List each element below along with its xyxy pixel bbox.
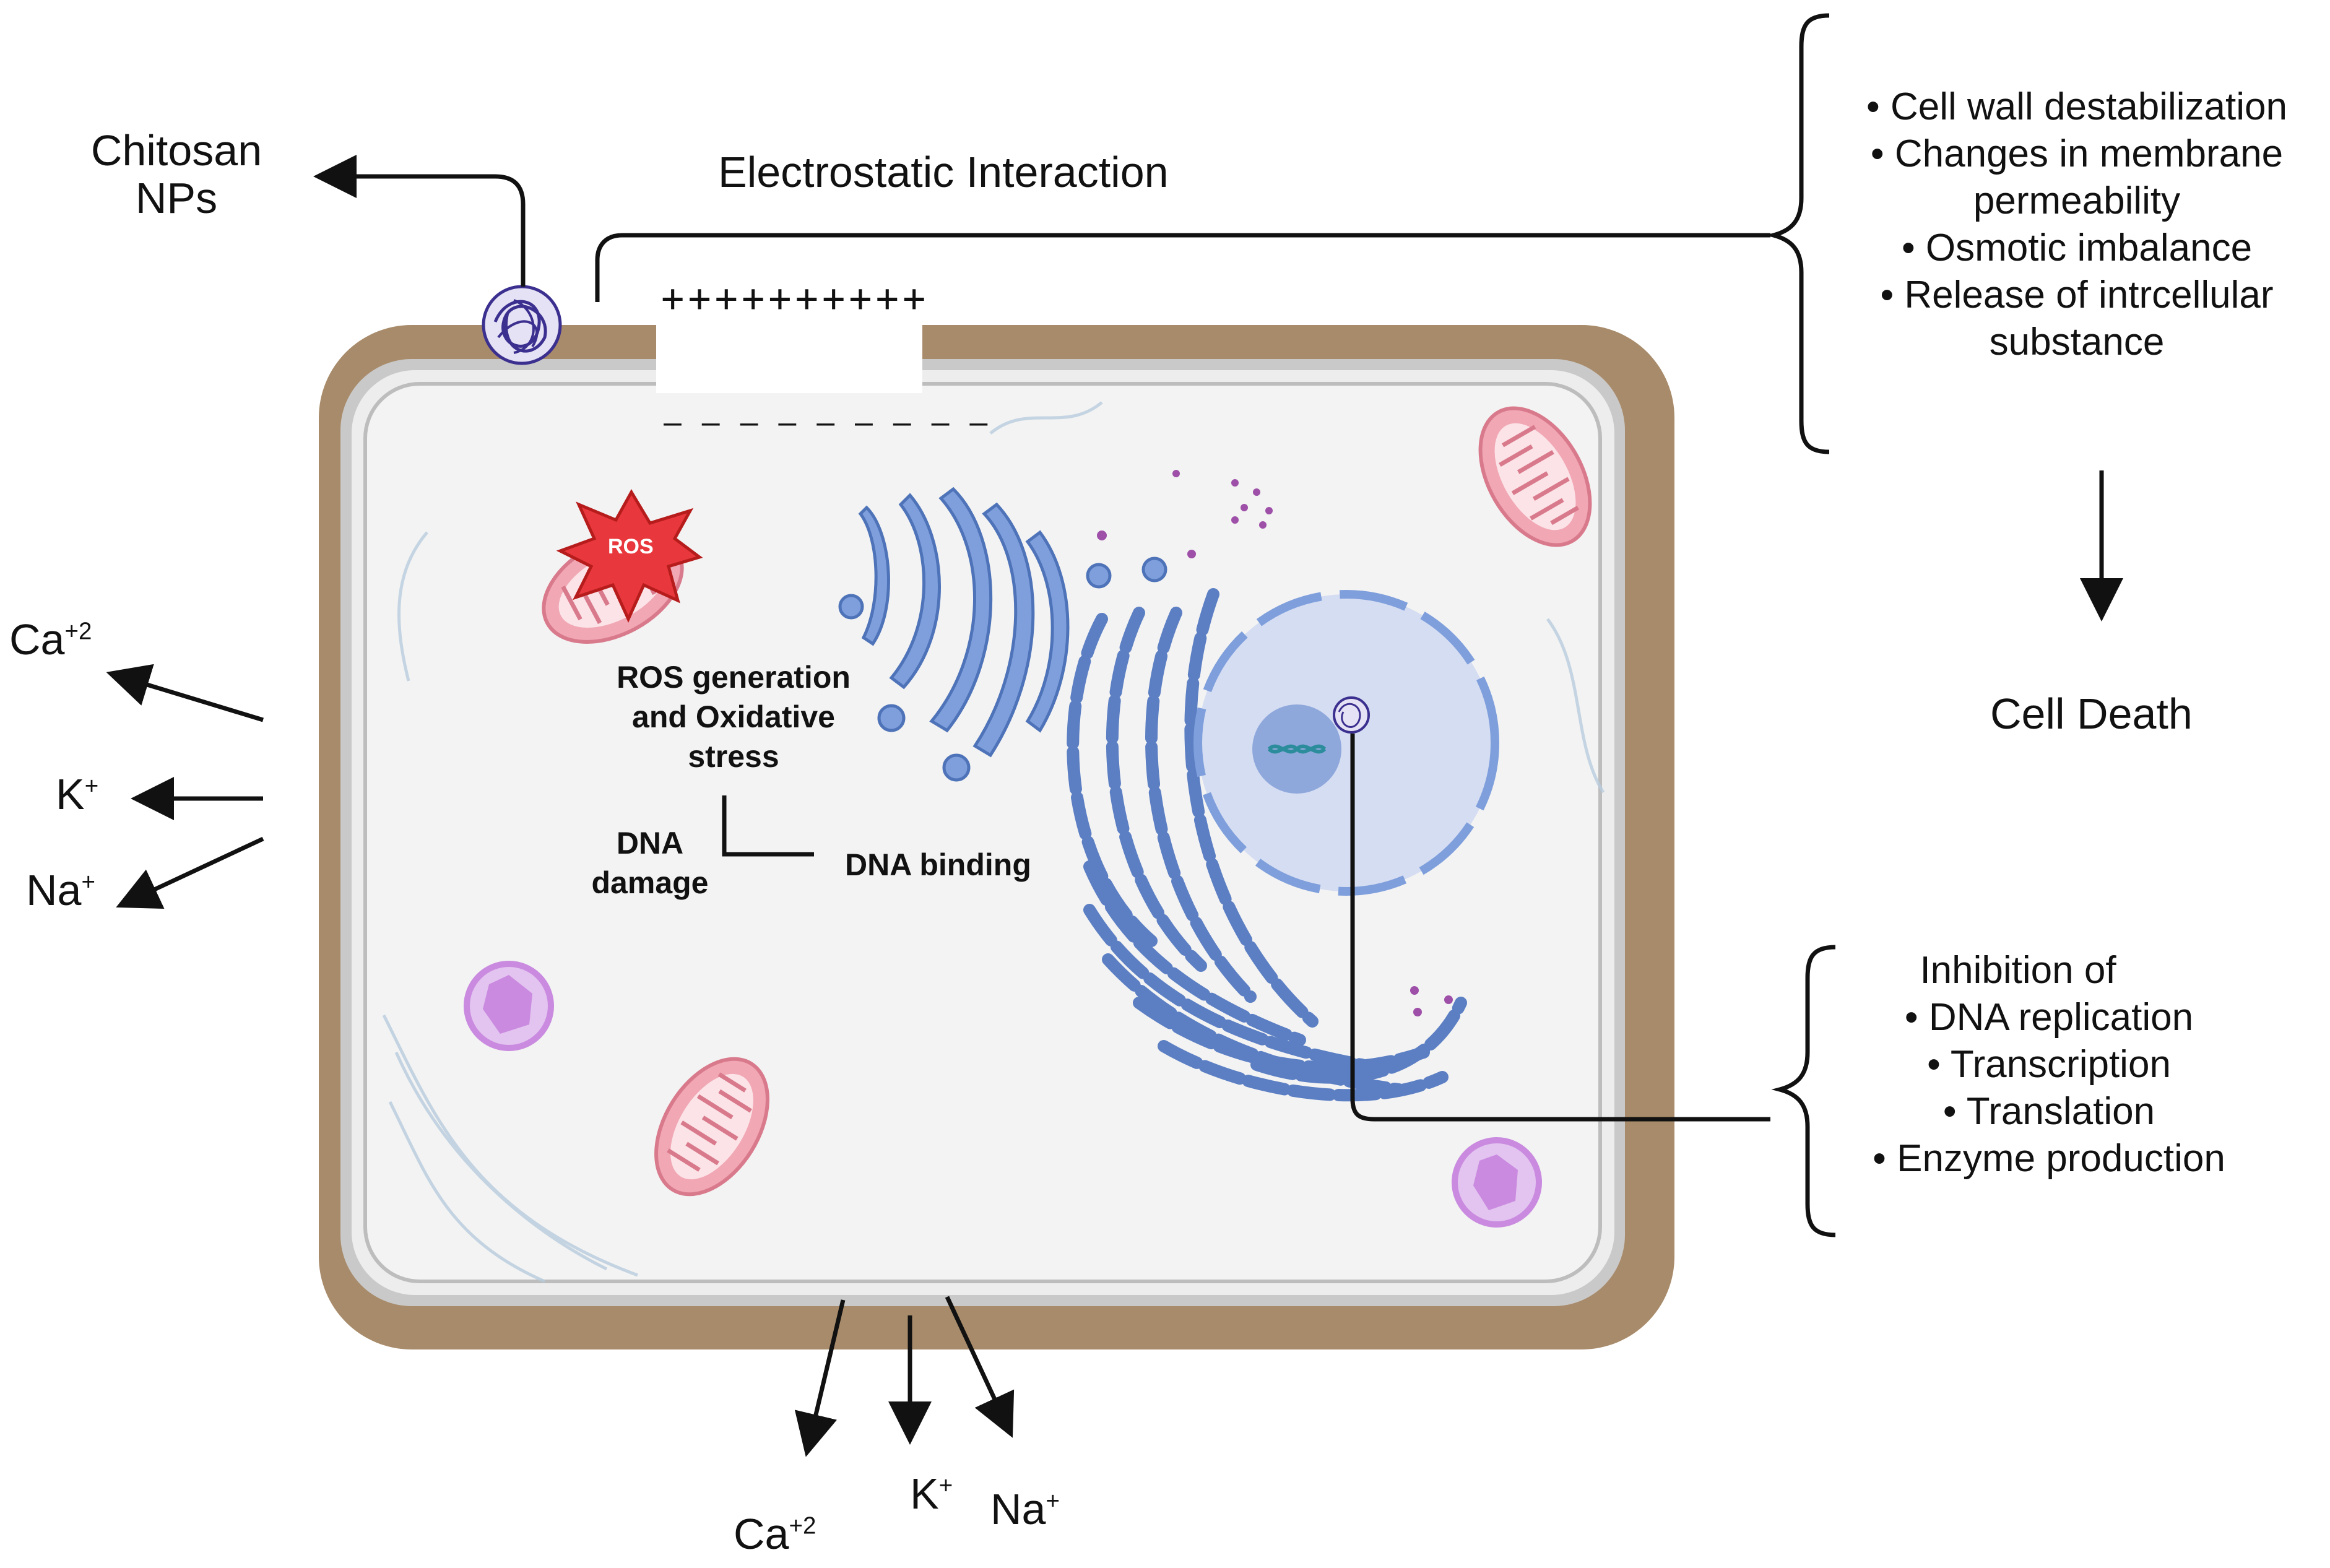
- ion-label-bottom-ca: Ca+2: [734, 1510, 816, 1558]
- wall-gap: [656, 310, 922, 393]
- vesicle: [464, 961, 554, 1051]
- dna-damage-line1: DNA: [616, 826, 684, 860]
- membrane-effects-list: • Cell wall destabilization • Changes in…: [1832, 84, 2321, 366]
- ros-badge: ROS: [608, 535, 654, 558]
- electrostatic-interaction-label: Electrostatic Interaction: [718, 148, 1169, 196]
- effect-item-cont: permeability: [1973, 180, 2181, 222]
- ros-line2: and Oxidative: [632, 700, 835, 734]
- inhibition-item: • Translation: [1942, 1090, 2155, 1133]
- ion-label-left-na: Na+: [26, 866, 95, 914]
- rough-endoplasmic-reticulum: [1067, 588, 1467, 1102]
- chitosan-label-line1: Chitosan: [90, 126, 262, 175]
- ros-line1: ROS generation: [617, 660, 851, 695]
- top-brace: [1765, 13, 1830, 454]
- nucleus: [1193, 590, 1499, 896]
- ros-generation-label: ROS generation and Oxidative stress: [591, 657, 876, 776]
- inhibition-heading: Inhibition of: [1920, 949, 2116, 992]
- inhibition-item: • Enzyme production: [1873, 1137, 2225, 1180]
- chitosan-nanoparticle: [482, 285, 562, 365]
- chitosan-nps-label: Chitosan NPs: [71, 127, 282, 222]
- inhibition-list: Inhibition of • DNA replication • Transc…: [1832, 947, 2266, 1182]
- electrostatic-line: [595, 233, 1770, 302]
- np-label-arrow: [313, 155, 526, 287]
- dna-damage-label: DNA damage: [579, 823, 721, 903]
- inhibition-item: • Transcription: [1927, 1043, 2171, 1086]
- effect-item: • Cell wall destabilization: [1866, 85, 2287, 128]
- ion-label-left-ca: Ca+2: [9, 615, 92, 664]
- vesicle: [1452, 1137, 1542, 1228]
- cell-death-label: Cell Death: [1990, 690, 2193, 738]
- effect-item: • Changes in membrane: [1870, 132, 2284, 175]
- dna-binding-label: DNA binding: [845, 847, 1031, 882]
- chitosan-label-line2: NPs: [135, 174, 218, 222]
- negative-charges: – – – – – – – – –: [664, 405, 989, 440]
- golgi-apparatus: [838, 487, 1167, 782]
- bottom-brace: [1771, 945, 1836, 1237]
- nucleus-connector-line: [1350, 734, 1770, 1122]
- effect-item-cont: substance: [1989, 321, 2165, 363]
- positive-charges: ++++++++++: [661, 275, 930, 321]
- ion-label-bottom-k: K+: [910, 1470, 953, 1518]
- dna-connector: [722, 795, 814, 857]
- mitochondrion: [654, 1057, 769, 1197]
- ion-label-bottom-na: Na+: [990, 1485, 1060, 1533]
- chitosan-nanoparticle-nucleus: [1333, 696, 1370, 734]
- ion-label-left-k: K+: [56, 770, 99, 818]
- ribosomes: [1097, 470, 1453, 1016]
- mitochondrion: [1478, 406, 1592, 547]
- cytoskeleton-fibers: [382, 401, 1605, 1283]
- effect-item: • Osmotic imbalance: [1901, 227, 2253, 269]
- dna-damage-line2: damage: [591, 865, 709, 900]
- effect-item: • Release of intrcellular: [1880, 274, 2274, 316]
- inhibition-item: • DNA replication: [1904, 996, 2194, 1039]
- ros-line3: stress: [688, 739, 779, 774]
- ros-burst: [556, 489, 703, 623]
